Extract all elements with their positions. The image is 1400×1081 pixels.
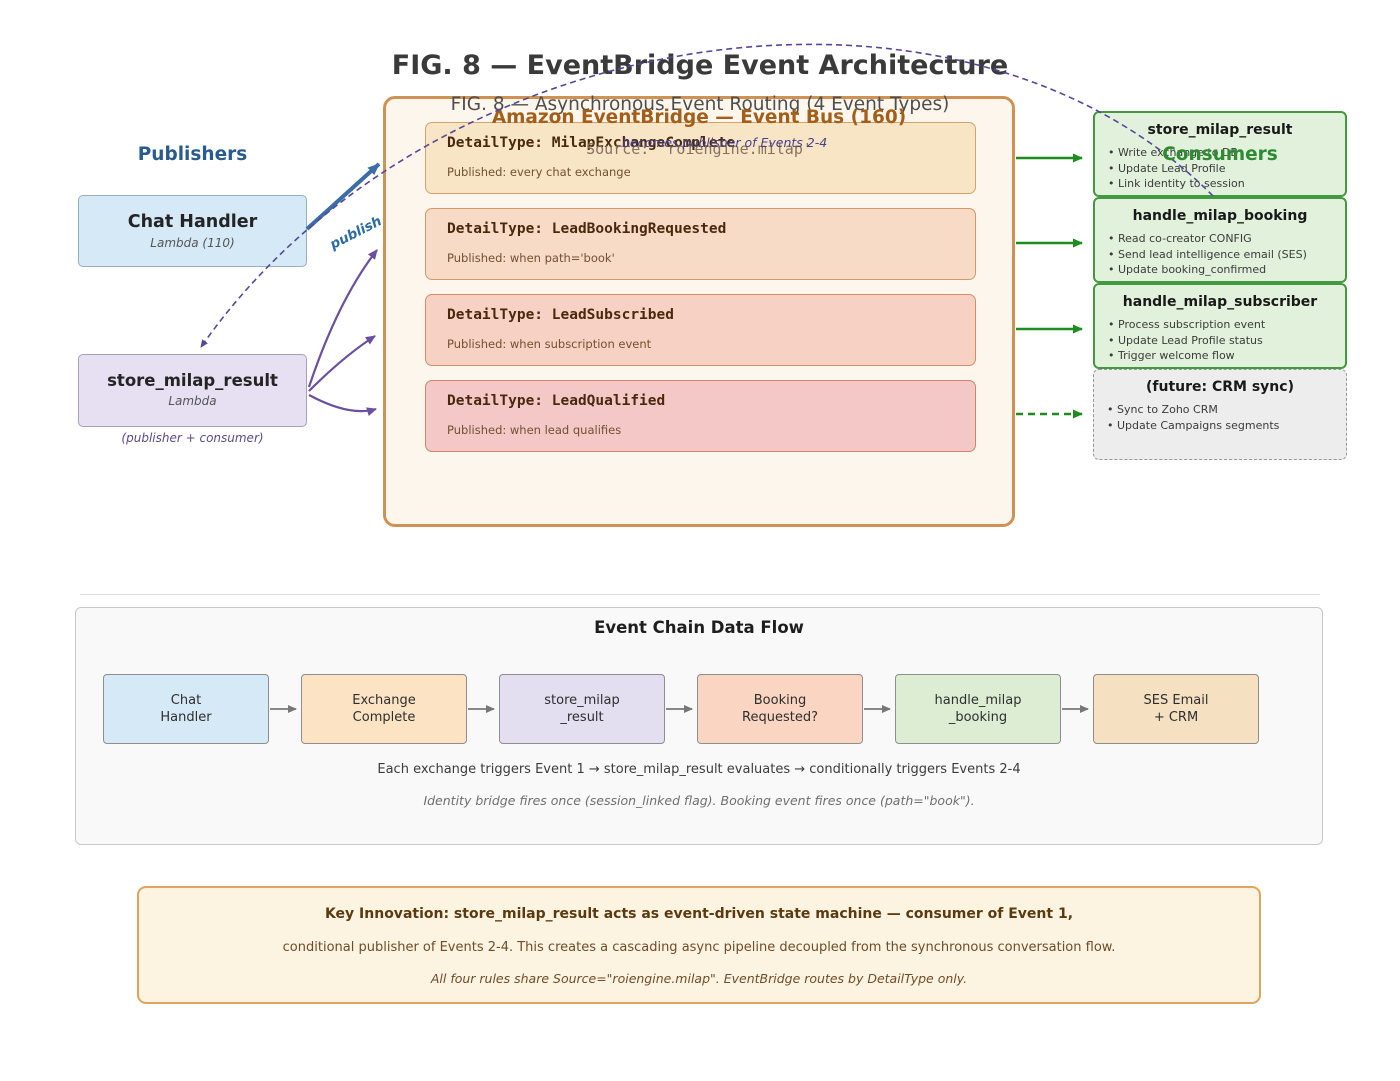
node-subtitle: Lambda (110): [150, 236, 235, 250]
step-line2: _result: [560, 710, 604, 725]
consumer-title: store_milap_result: [1147, 122, 1293, 138]
step-line1: handle_milap: [934, 693, 1022, 708]
event-detail-type: DetailType: LeadQualified: [447, 393, 666, 409]
step-line1: store_milap: [544, 693, 620, 708]
consumer-future-crm-sync: (future: CRM sync) Sync to Zoho CRM Upda…: [1093, 369, 1347, 460]
consumer-title: handle_milap_booking: [1132, 208, 1308, 224]
conditional-arrow-3: [308, 394, 377, 416]
store-milap-result-node: store_milap_result Lambda: [78, 354, 307, 427]
chain-step-ses-email-crm: SES Email + CRM: [1093, 674, 1259, 744]
key-innovation-box: [137, 886, 1261, 1004]
consumer-title: handle_milap_subscriber: [1122, 294, 1318, 310]
node-title: store_milap_result: [107, 371, 278, 390]
consumer-title: (future: CRM sync): [1146, 379, 1294, 395]
consumer-handle-milap-subscriber: handle_milap_subscriber Process subscrip…: [1093, 283, 1347, 369]
step-line2: _booking: [948, 710, 1008, 725]
event-chain-heading: Event Chain Data Flow: [594, 618, 804, 637]
step-line1: SES Email: [1143, 693, 1209, 708]
event-chain-note: Identity bridge fires once (session_link…: [423, 793, 975, 808]
event-detail-type: DetailType: LeadSubscribed: [447, 307, 674, 323]
step-line2: + CRM: [1153, 710, 1199, 725]
event-type-milap-exchange-complete: DetailType: MilapExchangeComplete Publis…: [425, 122, 976, 194]
event-type-lead-subscribed: DetailType: LeadSubscribed Published: wh…: [425, 294, 976, 366]
chain-step-chat-handler: Chat Handler: [103, 674, 269, 744]
conditional-arrow-2: [308, 335, 376, 392]
key-innovation-line2: conditional publisher of Events 2-4. Thi…: [282, 940, 1116, 955]
node-subtitle: Lambda: [168, 394, 217, 408]
consumer-bullet: Update Campaigns segments: [1107, 418, 1346, 434]
event-type-lead-booking-requested: DetailType: LeadBookingRequested Publish…: [425, 208, 976, 280]
consumer-bullet-list: Read co-creator CONFIG Send lead intelli…: [1108, 231, 1345, 278]
chain-step-handle-milap-booking: handle_milap _booking: [895, 674, 1061, 744]
consumer-bullet-list: Sync to Zoho CRM Update Campaigns segmen…: [1107, 402, 1346, 433]
figure-title: FIG. 8 — EventBridge Event Architecture: [391, 50, 1009, 81]
event-type-lead-qualified: DetailType: LeadQualified Published: whe…: [425, 380, 976, 452]
chain-step-exchange-complete: Exchange Complete: [301, 674, 467, 744]
event-detail-type: DetailType: LeadBookingRequested: [447, 221, 727, 237]
section-divider: [80, 594, 1320, 595]
step-line2: Requested?: [742, 710, 818, 725]
conditional-arrow-1: [307, 249, 378, 388]
node-title: Chat Handler: [127, 212, 258, 232]
publishers-heading: Publishers: [137, 144, 248, 165]
publish-arrow-label: publish: [327, 213, 385, 253]
chat-handler-node: Chat Handler Lambda (110): [78, 195, 307, 267]
publisher-consumer-note: (publisher + consumer): [121, 431, 264, 445]
consumer-bullet: Read co-creator CONFIG: [1108, 231, 1345, 247]
step-line2: Complete: [352, 710, 416, 725]
step-line1: Chat: [170, 693, 202, 708]
event-bus-heading: Amazon EventBridge — Event Bus (160): [491, 107, 907, 128]
consumer-bullet: Update booking_confirmed: [1108, 262, 1345, 278]
consumer-bullet: Update Lead Profile status: [1108, 333, 1345, 349]
chain-step-booking-requested: Booking Requested?: [697, 674, 863, 744]
consumer-bullet: Process subscription event: [1108, 317, 1345, 333]
key-innovation-line1: Key Innovation: store_milap_result acts …: [324, 906, 1074, 922]
step-line1: Booking: [753, 693, 807, 708]
consumer-bullet: Send lead intelligence email (SES): [1108, 247, 1345, 263]
consumer-handle-milap-booking: handle_milap_booking Read co-creator CON…: [1093, 197, 1347, 283]
key-innovation-line3: All four rules share Source="roiengine.m…: [430, 971, 968, 986]
event-chain-caption: Each exchange triggers Event 1 → store_m…: [377, 762, 1021, 777]
feedback-arc-label: becomes publisher of Events 2-4: [622, 135, 828, 150]
consumer-bullet-list: Process subscription event Update Lead P…: [1108, 317, 1345, 364]
step-line2: Handler: [160, 710, 212, 725]
event-published-rule: Published: when lead qualifies: [447, 423, 622, 437]
consumers-heading: Consumers: [1162, 144, 1278, 165]
step-line1: Exchange: [352, 693, 416, 708]
chain-step-store-milap-result: store_milap _result: [499, 674, 665, 744]
event-published-rule: Published: every chat exchange: [447, 165, 631, 179]
event-published-rule: Published: when path='book': [447, 251, 615, 265]
consumer-bullet: Sync to Zoho CRM: [1107, 402, 1346, 418]
consumer-bullet: Trigger welcome flow: [1108, 348, 1345, 364]
event-published-rule: Published: when subscription event: [447, 337, 652, 351]
consumer-bullet: Link identity to session: [1108, 176, 1345, 192]
